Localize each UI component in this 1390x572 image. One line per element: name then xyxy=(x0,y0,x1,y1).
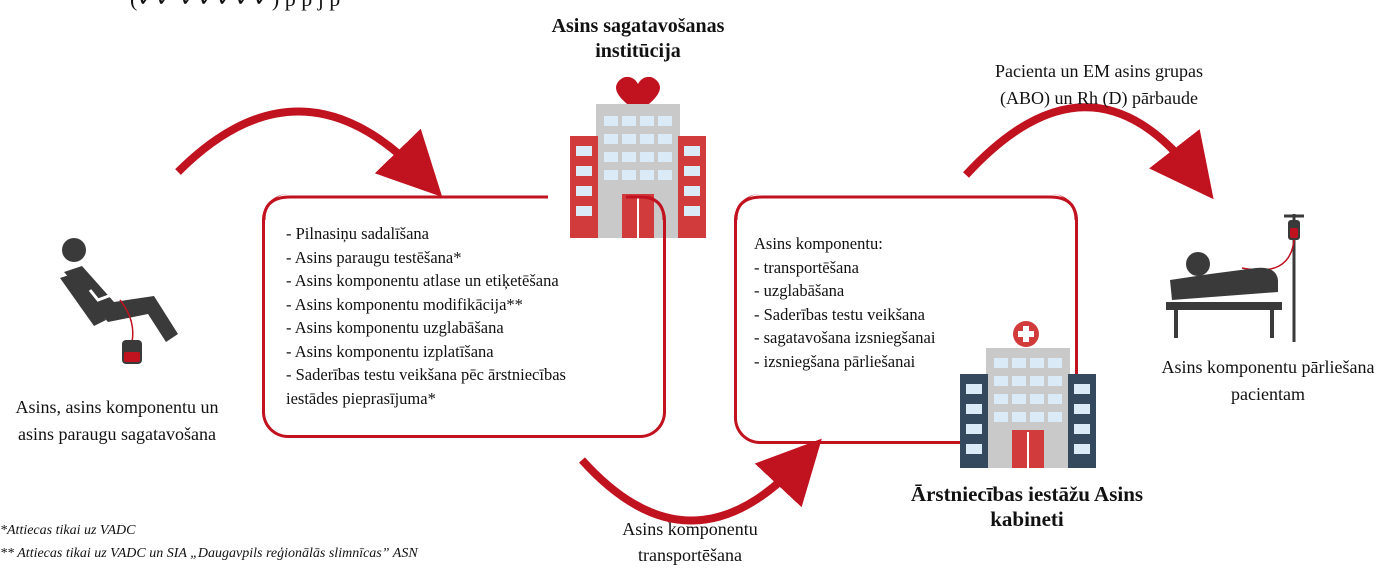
clipped-top-text: (✓✓ ✓✓✓✓✓) p p j p xyxy=(130,0,340,12)
transport-label: Asins komponentu transportēšana xyxy=(590,516,790,568)
blood-institution-title: Asins sagatavošanas institūcija xyxy=(551,15,725,62)
arrow-institution-to-cabinet xyxy=(579,438,822,525)
task-item: - Pilnasiņu sadalīšana xyxy=(286,224,429,243)
cabinet-task-item: - Saderības testu veikšana xyxy=(754,304,925,324)
patient-check-label: Pacienta un EM asins grupas (ABO) un Rh … xyxy=(964,58,1234,112)
task-item: - Asins paraugu testēšana* xyxy=(286,247,462,267)
cabinet-task-item: - sagatavošana izsniegšanai xyxy=(754,328,936,347)
task-item: - Asins komponentu modifikācija** xyxy=(286,294,523,314)
hospital-building-icon xyxy=(570,76,706,238)
arrow-donor-to-institution xyxy=(175,107,443,197)
footnote: ** Attiecas tikai uz VADC un SIA „Daugav… xyxy=(0,546,418,561)
blood-donor-icon xyxy=(60,238,178,364)
task-item: - Asins komponentu atlase un etiķetēšana xyxy=(286,271,559,290)
heart-icon xyxy=(616,76,660,112)
institution-task-box xyxy=(262,194,666,438)
cabinet-title-line: kabineti xyxy=(990,507,1064,531)
transport-line: transportēšana xyxy=(638,545,742,565)
cabinet-title-line: Ārstniecības iestāžu Asins xyxy=(910,482,1144,506)
cabinet-task-item: - transportēšana xyxy=(754,257,859,277)
donor-caption: Asins, asins komponentu un asins paraugu… xyxy=(0,394,234,448)
blood-bag-icon xyxy=(122,340,142,364)
task-item: - Saderības testu veikšana pēc ārstniecī… xyxy=(286,365,566,384)
footnote: *Attiecas tikai uz VADC xyxy=(0,523,136,538)
cabinet-task-box xyxy=(734,194,1078,444)
task-item: iestādes pieprasījuma* xyxy=(286,388,436,408)
cabinet-task-item: - uzglabāšana xyxy=(754,281,845,300)
patient-caption: Asins komponentu pārliešana pacientam xyxy=(1150,354,1386,408)
task-item: - Asins komponentu izplatīšana xyxy=(286,341,494,361)
cabinet-task-item: - izsniegšana pārliešanai xyxy=(754,351,916,371)
institution-task-list: - Pilnasiņu sadalīšana - Asins paraugu t… xyxy=(286,222,662,410)
patient-check-line: (ABO) un Rh (D) pārbaude xyxy=(1000,88,1198,108)
arrow-cabinet-to-patient xyxy=(963,103,1214,200)
donor-caption-line: asins paraugu sagatavošana xyxy=(18,424,216,444)
iv-drip-icon xyxy=(1241,214,1304,342)
patient-check-line: Pacienta un EM asins grupas xyxy=(995,61,1203,81)
transport-line: Asins komponentu xyxy=(622,519,758,539)
patient-bed-icon xyxy=(1166,214,1304,342)
medical-cross-icon xyxy=(1013,321,1039,347)
patient-caption-line: Asins komponentu pārliešana xyxy=(1161,357,1375,377)
hospital-building-icon xyxy=(960,321,1096,468)
cabinet-title: Ārstniecības iestāžu Asins kabineti xyxy=(892,482,1162,532)
cabinet-heading: Asins komponentu: xyxy=(754,234,883,253)
task-item: - Asins komponentu uzglabāšana xyxy=(286,318,504,337)
donor-caption-line: Asins, asins komponentu un xyxy=(15,397,219,417)
patient-caption-line: pacientam xyxy=(1231,384,1305,404)
cabinet-task-list: Asins komponentu: - transportēšana - uzg… xyxy=(754,232,1054,373)
